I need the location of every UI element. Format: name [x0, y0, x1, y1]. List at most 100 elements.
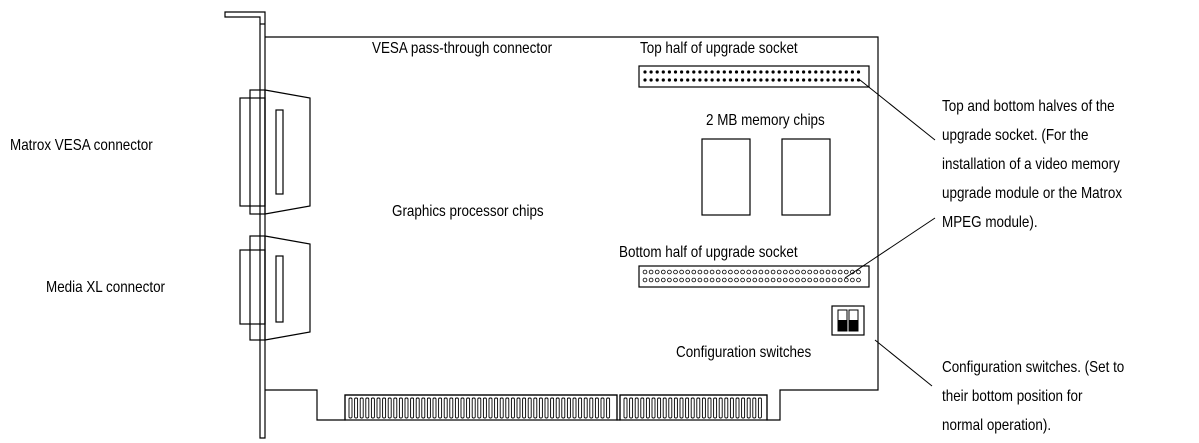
- socket-pin: [802, 78, 806, 82]
- configuration-switches-label: Configuration switches: [676, 344, 812, 361]
- socket-pin: [728, 277, 733, 283]
- socket-pin: [789, 277, 794, 283]
- config-switches-callout: Configuration switches. (Set to their bo…: [942, 353, 1124, 440]
- socket-pin: [722, 70, 726, 74]
- edge-finger: [724, 397, 729, 419]
- matrox-vesa-connector-label: Matrox VESA connector: [10, 137, 153, 154]
- edge-finger: [629, 397, 634, 419]
- socket-pin: [777, 78, 781, 82]
- socket-pin: [782, 277, 788, 283]
- socket-pin: [771, 78, 775, 82]
- socket-pin: [844, 70, 848, 74]
- callout-line: Top and bottom halves of the: [942, 98, 1115, 115]
- edge-finger: [701, 397, 706, 419]
- socket-pin: [655, 78, 659, 82]
- socket-pin: [642, 269, 648, 275]
- edge-finger: [668, 397, 673, 419]
- edge-connector: [344, 394, 768, 421]
- socket-pin: [741, 70, 745, 74]
- socket-pin: [648, 269, 654, 275]
- callout-line: upgrade module or the Matrox: [942, 185, 1123, 202]
- socket-pin: [680, 70, 684, 74]
- socket-pin: [704, 70, 708, 74]
- edge-finger: [527, 397, 532, 419]
- socket-pin: [716, 78, 720, 82]
- socket-pin: [667, 269, 672, 275]
- socket-pin: [814, 70, 818, 74]
- socket-pin: [843, 269, 849, 275]
- socket-pin: [679, 277, 684, 283]
- socket-pin: [808, 78, 812, 82]
- edge-finger: [454, 397, 459, 419]
- socket-pin: [764, 269, 770, 275]
- edge-finger: [634, 397, 639, 419]
- socket-pin: [721, 277, 727, 283]
- socket-pin: [795, 277, 800, 283]
- top-half-socket-label: Top half of upgrade socket: [640, 40, 798, 57]
- board-outline: [265, 36, 879, 421]
- socket-pin: [838, 70, 842, 74]
- media-xl-connector-shape: [239, 235, 311, 341]
- socket-pin: [856, 78, 861, 82]
- socket-pin: [728, 269, 733, 275]
- socket-pin: [655, 70, 659, 74]
- socket-pin: [746, 269, 751, 275]
- edge-finger: [522, 397, 527, 419]
- socket-pin: [716, 70, 720, 74]
- edge-finger: [713, 397, 718, 419]
- memory-chip-left: [701, 138, 751, 216]
- socket-pin: [746, 277, 751, 283]
- socket-pin: [704, 78, 708, 82]
- socket-pin: [667, 78, 672, 82]
- socket-pin: [850, 277, 855, 283]
- edge-finger: [600, 397, 605, 419]
- socket-pin: [680, 78, 684, 82]
- edge-finger: [482, 397, 487, 419]
- socket-pin: [801, 277, 806, 283]
- socket-pin: [838, 78, 842, 82]
- edge-finger: [662, 397, 667, 419]
- edge-finger: [398, 397, 403, 419]
- leader-config-switches: [874, 339, 933, 387]
- socket-pin: [776, 277, 782, 283]
- edge-finger: [623, 397, 628, 419]
- socket-pin: [660, 277, 666, 283]
- bottom-half-socket-shape: [638, 265, 870, 288]
- edge-finger: [594, 397, 599, 419]
- edge-finger: [466, 397, 471, 419]
- edge-finger: [404, 397, 409, 419]
- socket-pin: [814, 78, 818, 82]
- socket-pin: [642, 277, 648, 283]
- edge-finger: [572, 397, 577, 419]
- socket-pin: [697, 269, 703, 275]
- socket-pin: [795, 78, 800, 82]
- socket-pin: [776, 269, 782, 275]
- socket-pin: [820, 78, 824, 82]
- socket-pin: [831, 269, 837, 275]
- socket-pin: [697, 277, 703, 283]
- socket-pin: [820, 70, 824, 74]
- socket-pin: [826, 70, 830, 74]
- socket-pin: [691, 277, 697, 283]
- edge-finger: [533, 397, 538, 419]
- socket-pin: [819, 269, 825, 275]
- socket-pin: [667, 277, 672, 283]
- socket-pin: [728, 78, 733, 82]
- socket-pin: [715, 269, 721, 275]
- socket-pin: [771, 70, 775, 74]
- socket-pin: [654, 277, 660, 283]
- socket-pin: [715, 277, 721, 283]
- socket-pin: [856, 70, 861, 74]
- edge-finger: [566, 397, 571, 419]
- socket-pin: [758, 277, 764, 283]
- callout-line: MPEG module).: [942, 214, 1038, 231]
- socket-pin: [661, 78, 665, 82]
- socket-pin: [843, 277, 849, 283]
- socket-pin: [734, 70, 739, 74]
- top-half-socket-shape: [638, 65, 870, 88]
- socket-pin: [685, 277, 690, 283]
- edge-finger: [544, 397, 549, 419]
- edge-finger: [348, 397, 353, 419]
- leader-top-socket: [859, 79, 936, 141]
